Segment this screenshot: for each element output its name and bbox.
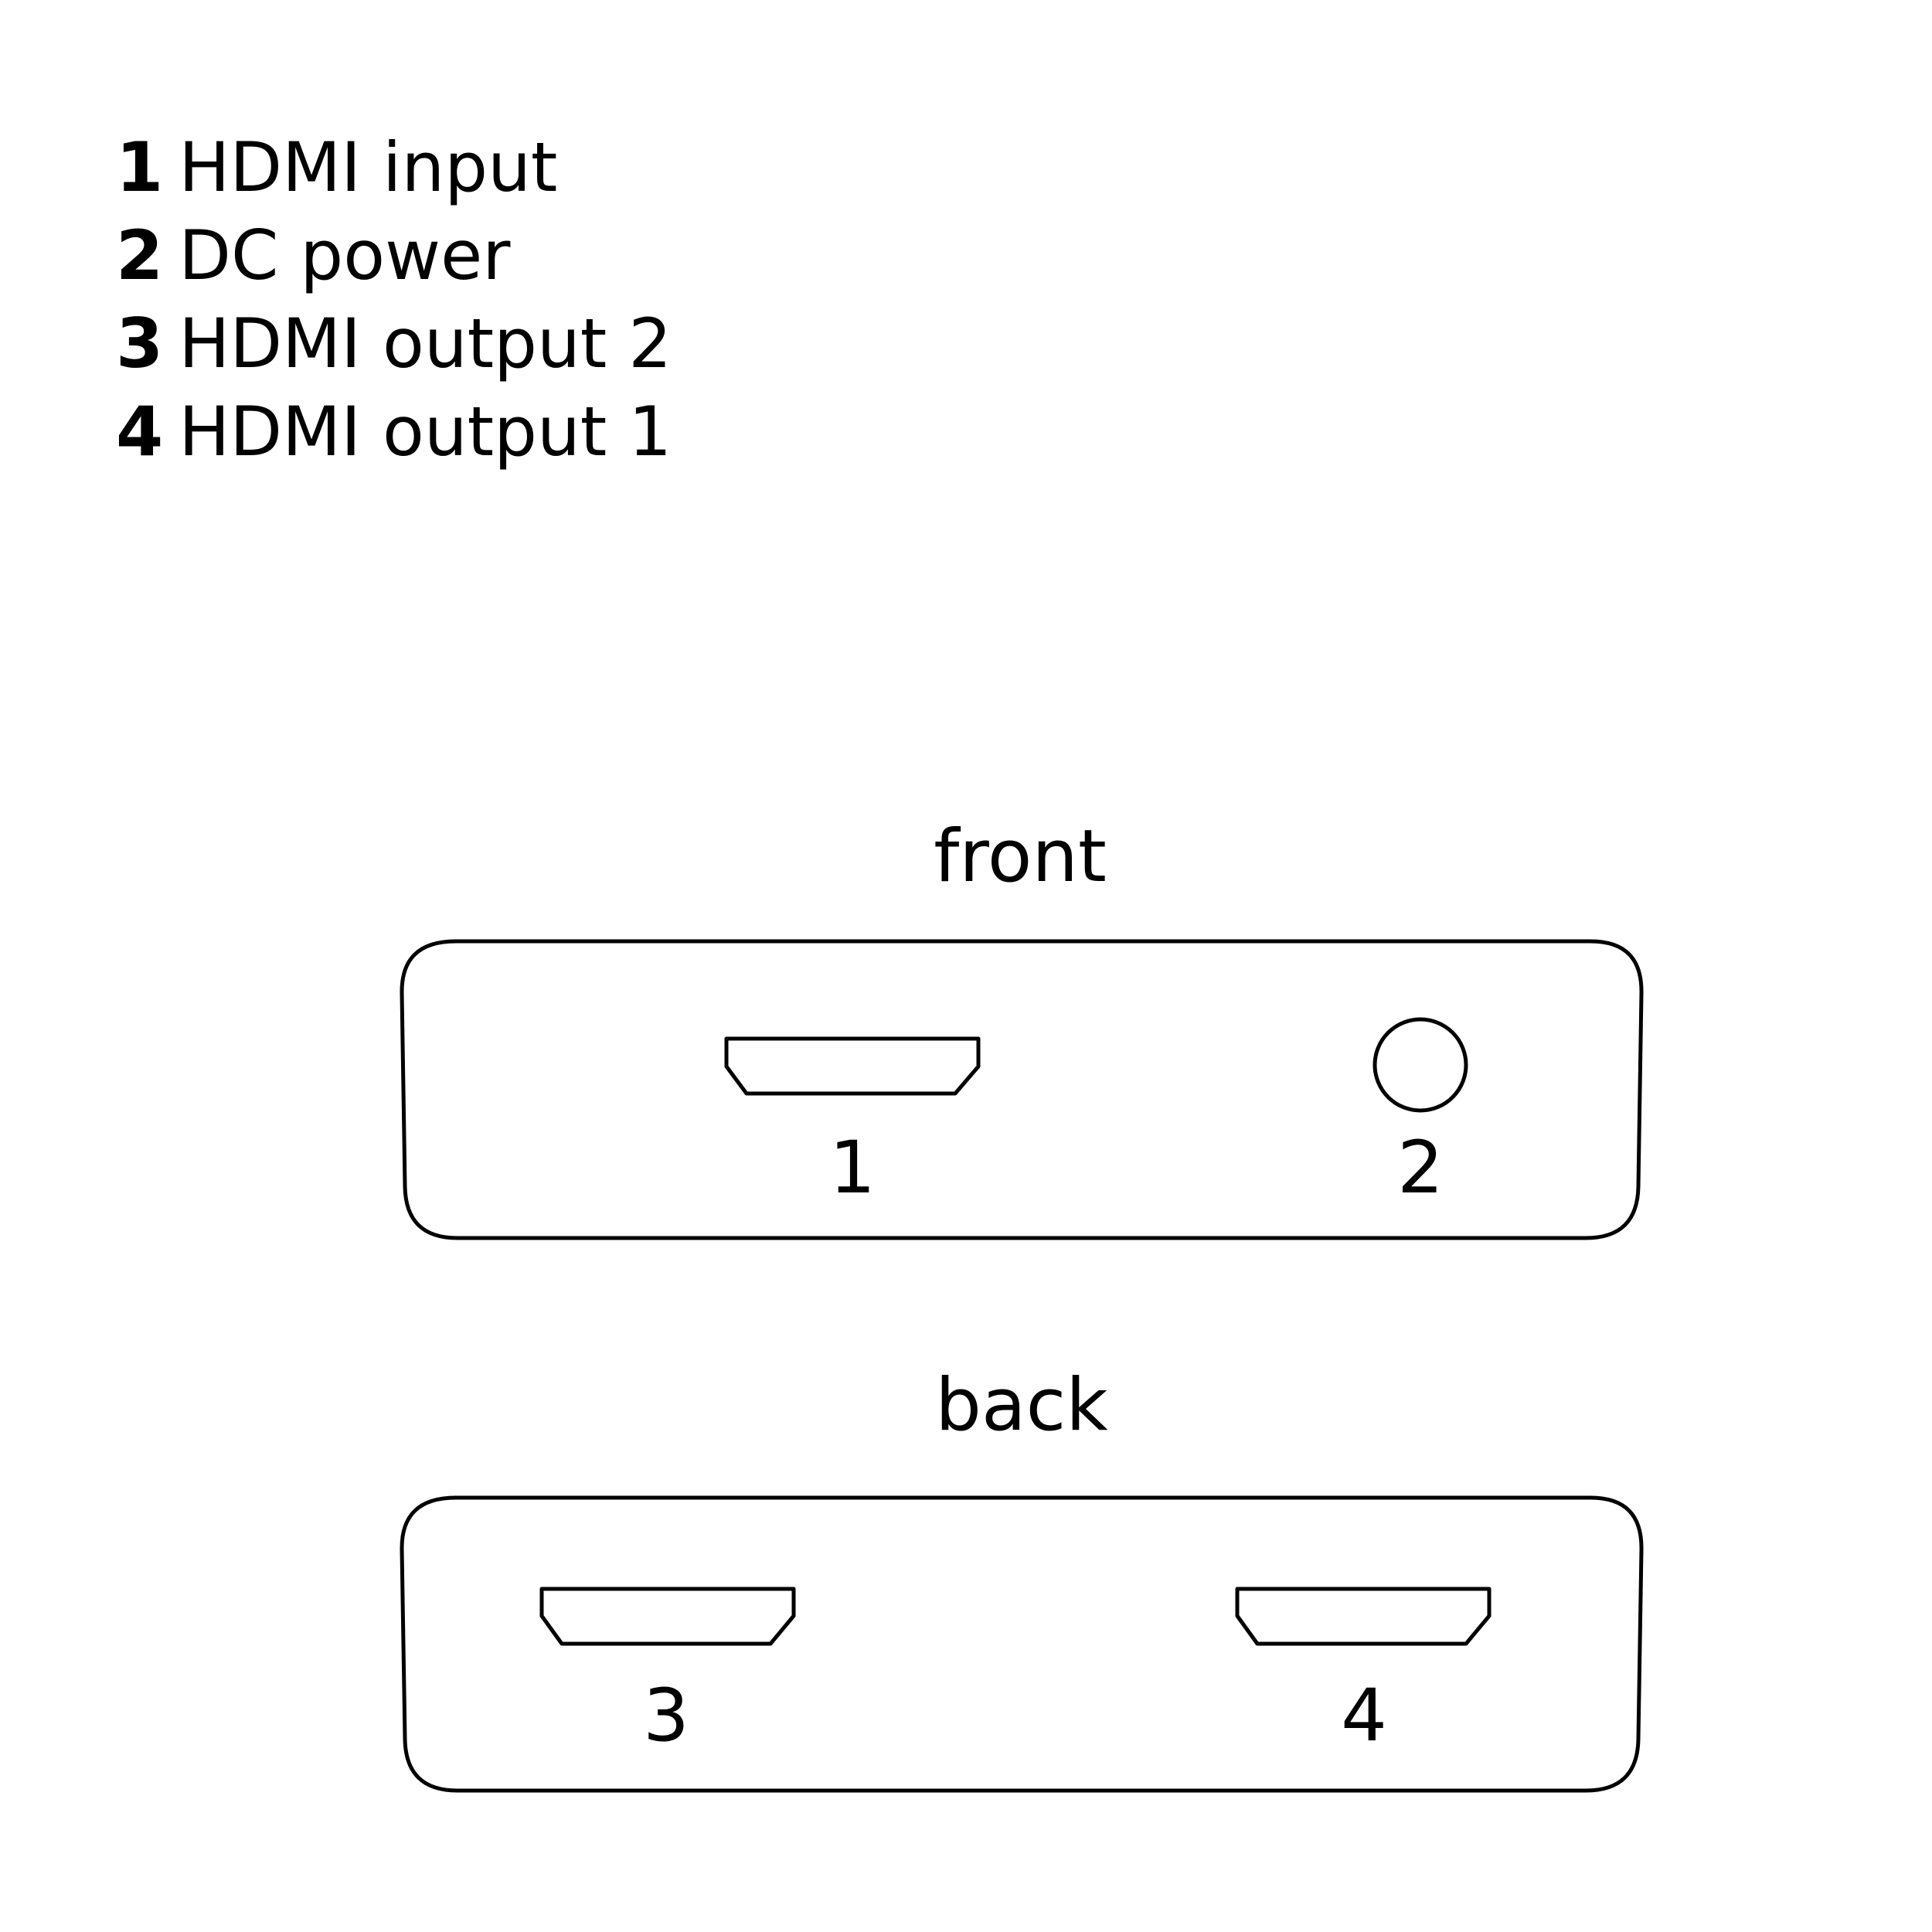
- port-number-label: 1: [829, 1126, 876, 1210]
- port-number-label: 4: [1341, 1674, 1387, 1758]
- hdmi-port-icon: [724, 1036, 981, 1096]
- hdmi-port-icon: [1235, 1587, 1492, 1646]
- legend-label: HDMI output 2: [179, 304, 672, 383]
- legend-number: 2: [116, 216, 164, 295]
- legend-number: 3: [116, 304, 164, 383]
- legend-item-1: 1 HDMI input: [116, 124, 672, 212]
- legend-label: HDMI output 1: [179, 392, 672, 471]
- dc-jack-icon: [1372, 1017, 1468, 1113]
- legend-item-2: 2 DC power: [116, 212, 672, 300]
- legend-number: 4: [116, 392, 164, 471]
- front-view-label: front: [934, 815, 1107, 899]
- legend-item-4: 4 HDMI output 1: [116, 388, 672, 476]
- port-number-label: 2: [1397, 1126, 1444, 1210]
- legend-label: DC power: [179, 216, 511, 295]
- back-view-label: back: [935, 1363, 1108, 1447]
- hdmi-port-icon: [539, 1587, 796, 1646]
- legend-label: HDMI input: [179, 128, 558, 207]
- legend-number: 1: [116, 128, 164, 207]
- port-number-label: 3: [643, 1674, 689, 1758]
- front-panel-outline: [400, 939, 1644, 1240]
- port-legend: 1 HDMI input 2 DC power 3 HDMI output 2 …: [116, 124, 672, 476]
- legend-item-3: 3 HDMI output 2: [116, 300, 672, 388]
- back-panel-outline: [400, 1495, 1644, 1793]
